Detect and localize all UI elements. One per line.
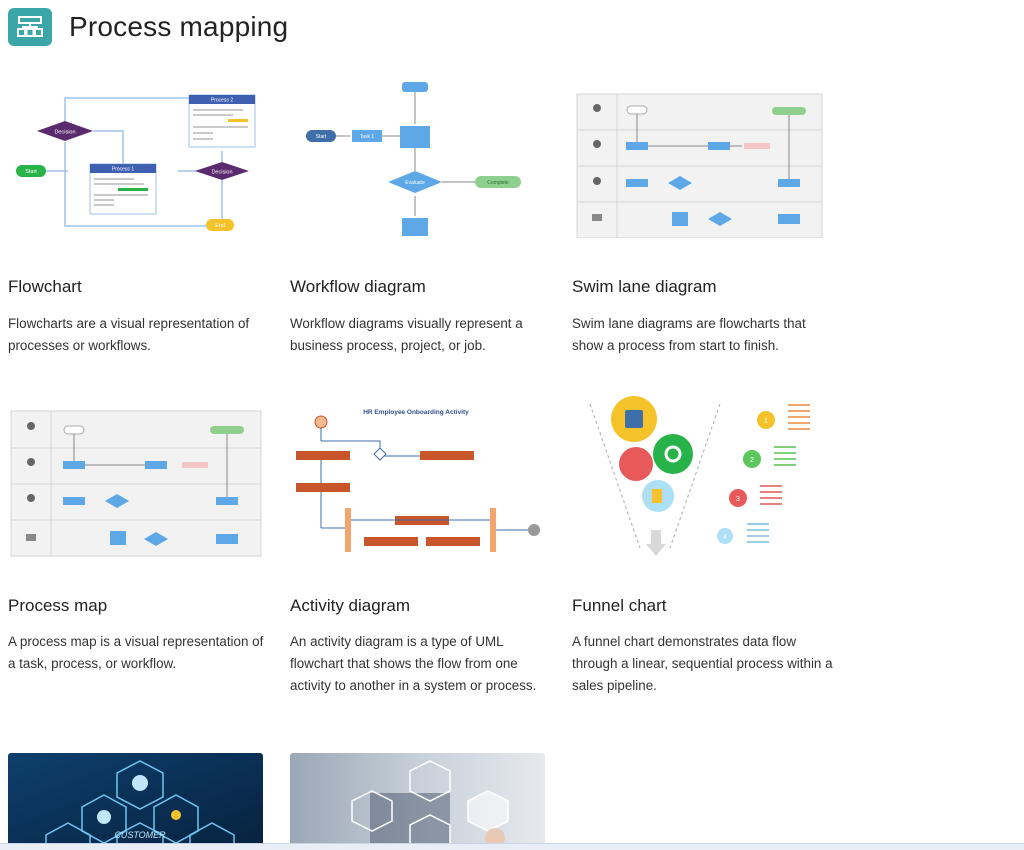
card-title[interactable]: Flowchart: [8, 277, 82, 296]
card-title[interactable]: Funnel chart: [572, 596, 667, 615]
page-title: Process mapping: [69, 11, 289, 42]
hexagon-photo: [290, 753, 545, 848]
workflow-complete-label: Complete: [487, 180, 509, 186]
workflow-evaluate-label: Evaluate: [405, 180, 425, 186]
decision-label-2: Decision: [211, 170, 232, 176]
card-title[interactable]: Workflow diagram: [290, 277, 426, 296]
page-header: Process mapping: [8, 8, 288, 46]
card-description: A funnel chart demonstrates data flow th…: [572, 634, 833, 693]
process1-label: Process 1: [112, 167, 134, 173]
activity-heading: HR Employee Onboarding Activity: [363, 409, 469, 416]
funnel-step-3: 3: [736, 496, 740, 503]
funnel-chart-thumbnail[interactable]: 1 2 3 4: [572, 396, 834, 558]
workflow-start-label: Start: [316, 134, 327, 140]
funnel-step-1: 1: [764, 418, 768, 425]
activity-diagram-thumbnail[interactable]: HR Employee Onboarding Activity: [290, 396, 552, 558]
card-title[interactable]: Process map: [8, 596, 108, 615]
swim-lane-thumbnail[interactable]: [572, 76, 834, 238]
card-title[interactable]: Swim lane diagram: [572, 277, 717, 296]
funnel-step-2: 2: [750, 457, 754, 464]
process-map-thumbnail[interactable]: [8, 396, 270, 558]
workflow-thumbnail[interactable]: Start Task 1 Evaluate Complete: [290, 76, 552, 238]
card-title[interactable]: Activity diagram: [290, 596, 410, 615]
funnel-step-4: 4: [723, 534, 727, 541]
customer-photo: CUSTOMER: [8, 753, 263, 848]
bottom-scroll-strip: [0, 843, 1024, 850]
end-label: End: [215, 223, 225, 229]
card-description: An activity diagram is a type of UML flo…: [290, 634, 537, 693]
org-chart-icon: [8, 8, 52, 46]
template-card-photo-customer[interactable]: CUSTOMER: [8, 753, 263, 848]
card-description: Flowcharts are a visual representation o…: [8, 316, 250, 353]
start-label: Start: [25, 169, 37, 175]
template-card-photo-hexagon[interactable]: [290, 753, 545, 848]
card-description: Workflow diagrams visually represent a b…: [290, 316, 523, 353]
photo-caption: CUSTOMER: [114, 830, 166, 840]
card-description: A process map is a visual representation…: [8, 634, 264, 671]
decision-label: Decision: [54, 130, 75, 136]
process2-label: Process 2: [211, 98, 233, 104]
card-description: Swim lane diagrams are flowcharts that s…: [572, 316, 806, 353]
flowchart-thumbnail[interactable]: Decision Start Process 1 Process 2 Decis…: [8, 76, 270, 238]
workflow-task-label: Task 1: [360, 134, 375, 140]
